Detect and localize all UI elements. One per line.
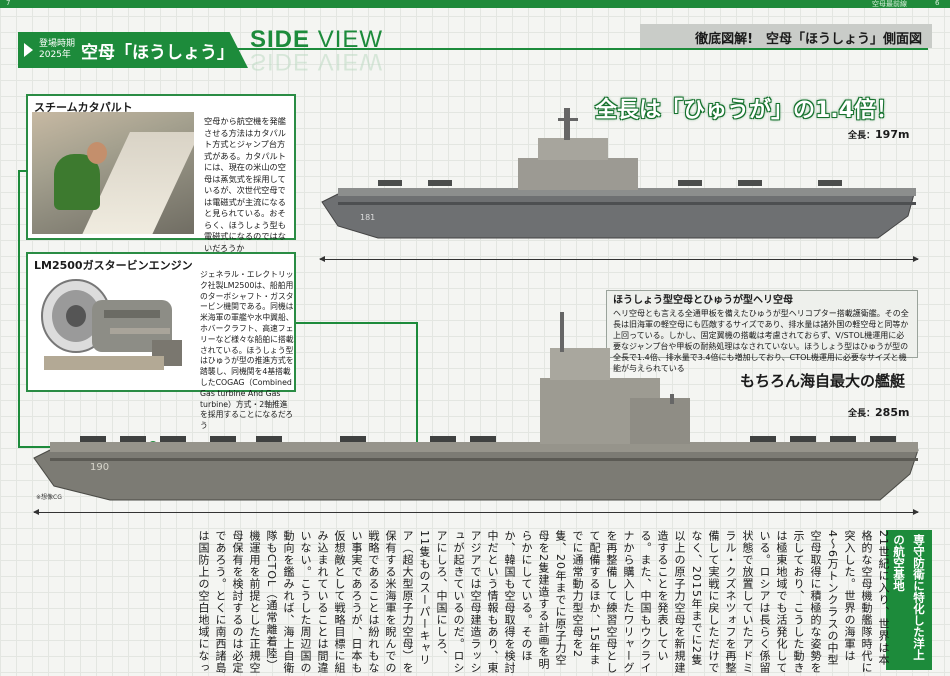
era-year: 2025年 xyxy=(39,50,71,60)
deck-crew-head xyxy=(87,142,107,164)
hyuga-length-arrow xyxy=(319,256,919,262)
page-number-right: 6 xyxy=(935,0,940,7)
hyuga-ship-illustration: 181 xyxy=(321,108,916,239)
comparison-text: ヘリ空母とも言える全通甲板を備えたひゅうが型ヘリコプター搭載護衛艦。その全長は旧… xyxy=(613,309,909,373)
era-block: 登場時期 2025年 xyxy=(39,39,75,61)
turbine-engine-illustration xyxy=(41,279,182,370)
page-title: 空母「ほうしょう」 xyxy=(81,42,235,63)
hosho-length-label: 全長： xyxy=(848,409,876,419)
hosho-hull-number: 190 xyxy=(90,462,109,473)
side-view-label: SIDE VIEW xyxy=(250,26,383,54)
hosho-ship-illustration: 190 xyxy=(33,312,919,501)
engine-text: ジェネラル・エレクトリック社製LM2500は、船舶用のターボシャフト・ガスタービ… xyxy=(200,270,294,431)
engine-connector-drop xyxy=(416,322,418,478)
side-view-reflection: SIDE VIEW xyxy=(250,48,384,75)
engine-photo xyxy=(34,270,194,386)
hosho-length: 全長：285m xyxy=(848,406,909,419)
catapult-title: スチームカタパルト xyxy=(34,101,133,114)
hosho-length-value: 285m xyxy=(875,406,910,419)
comparison-title: ほうしょう型空母とひゅうが型ヘリ空母 xyxy=(613,295,793,306)
section-title: 徹底図解! 空母「ほうしょう」側面図 xyxy=(640,24,932,48)
catapult-text: 空母から航空機を発艦させる方法はカタパルト方式とジャンプ台方式がある。カタパルト… xyxy=(204,116,286,253)
catapult-connector xyxy=(18,170,20,448)
hosho-headline: もちろん海自最大の艦艇 xyxy=(740,372,906,390)
engine-title: LM2500ガスタービンエンジン xyxy=(34,259,193,272)
engine-connector xyxy=(296,322,418,324)
play-arrow-icon xyxy=(24,43,33,57)
article-heading: 専守防衛に特化した洋上の航空基地 xyxy=(886,530,932,670)
article-body: 21世紀に入り、世界は本格的な空母機動艦隊時代に突入した。世界の海軍は4〜6万ト… xyxy=(192,530,890,674)
cg-caption: ※想像CG xyxy=(36,494,62,501)
page-number-left: 7 xyxy=(6,0,11,7)
hyuga-hull-number: 181 xyxy=(360,213,375,222)
hyuga-length: 全長：197m xyxy=(848,128,909,141)
header-rule xyxy=(18,48,928,50)
era-label: 登場時期 xyxy=(39,39,76,49)
hyuga-length-value: 197m xyxy=(875,128,910,141)
top-color-strip: 7 空母最前線 6 xyxy=(0,0,950,8)
comparison-note: ほうしょう型空母とひゅうが型ヘリ空母 ヘリ空母とも言える全通甲板を備えたひゅうが… xyxy=(606,290,918,373)
hyuga-headline: 全長は「ひゅうが」の1.4倍！ xyxy=(595,98,898,123)
side-view-bold: SIDE xyxy=(250,26,311,53)
deck-crew-figure xyxy=(54,154,100,210)
catapult-connector-tip xyxy=(18,170,28,172)
title-banner: 登場時期 2025年 空母「ほうしょう」 xyxy=(18,32,248,68)
side-view-light: VIEW xyxy=(317,26,384,53)
hyuga-length-label: 全長： xyxy=(848,131,876,141)
catapult-photo xyxy=(32,112,194,234)
running-head: 空母最前線 xyxy=(872,0,907,8)
hosho-length-arrow xyxy=(33,509,919,515)
